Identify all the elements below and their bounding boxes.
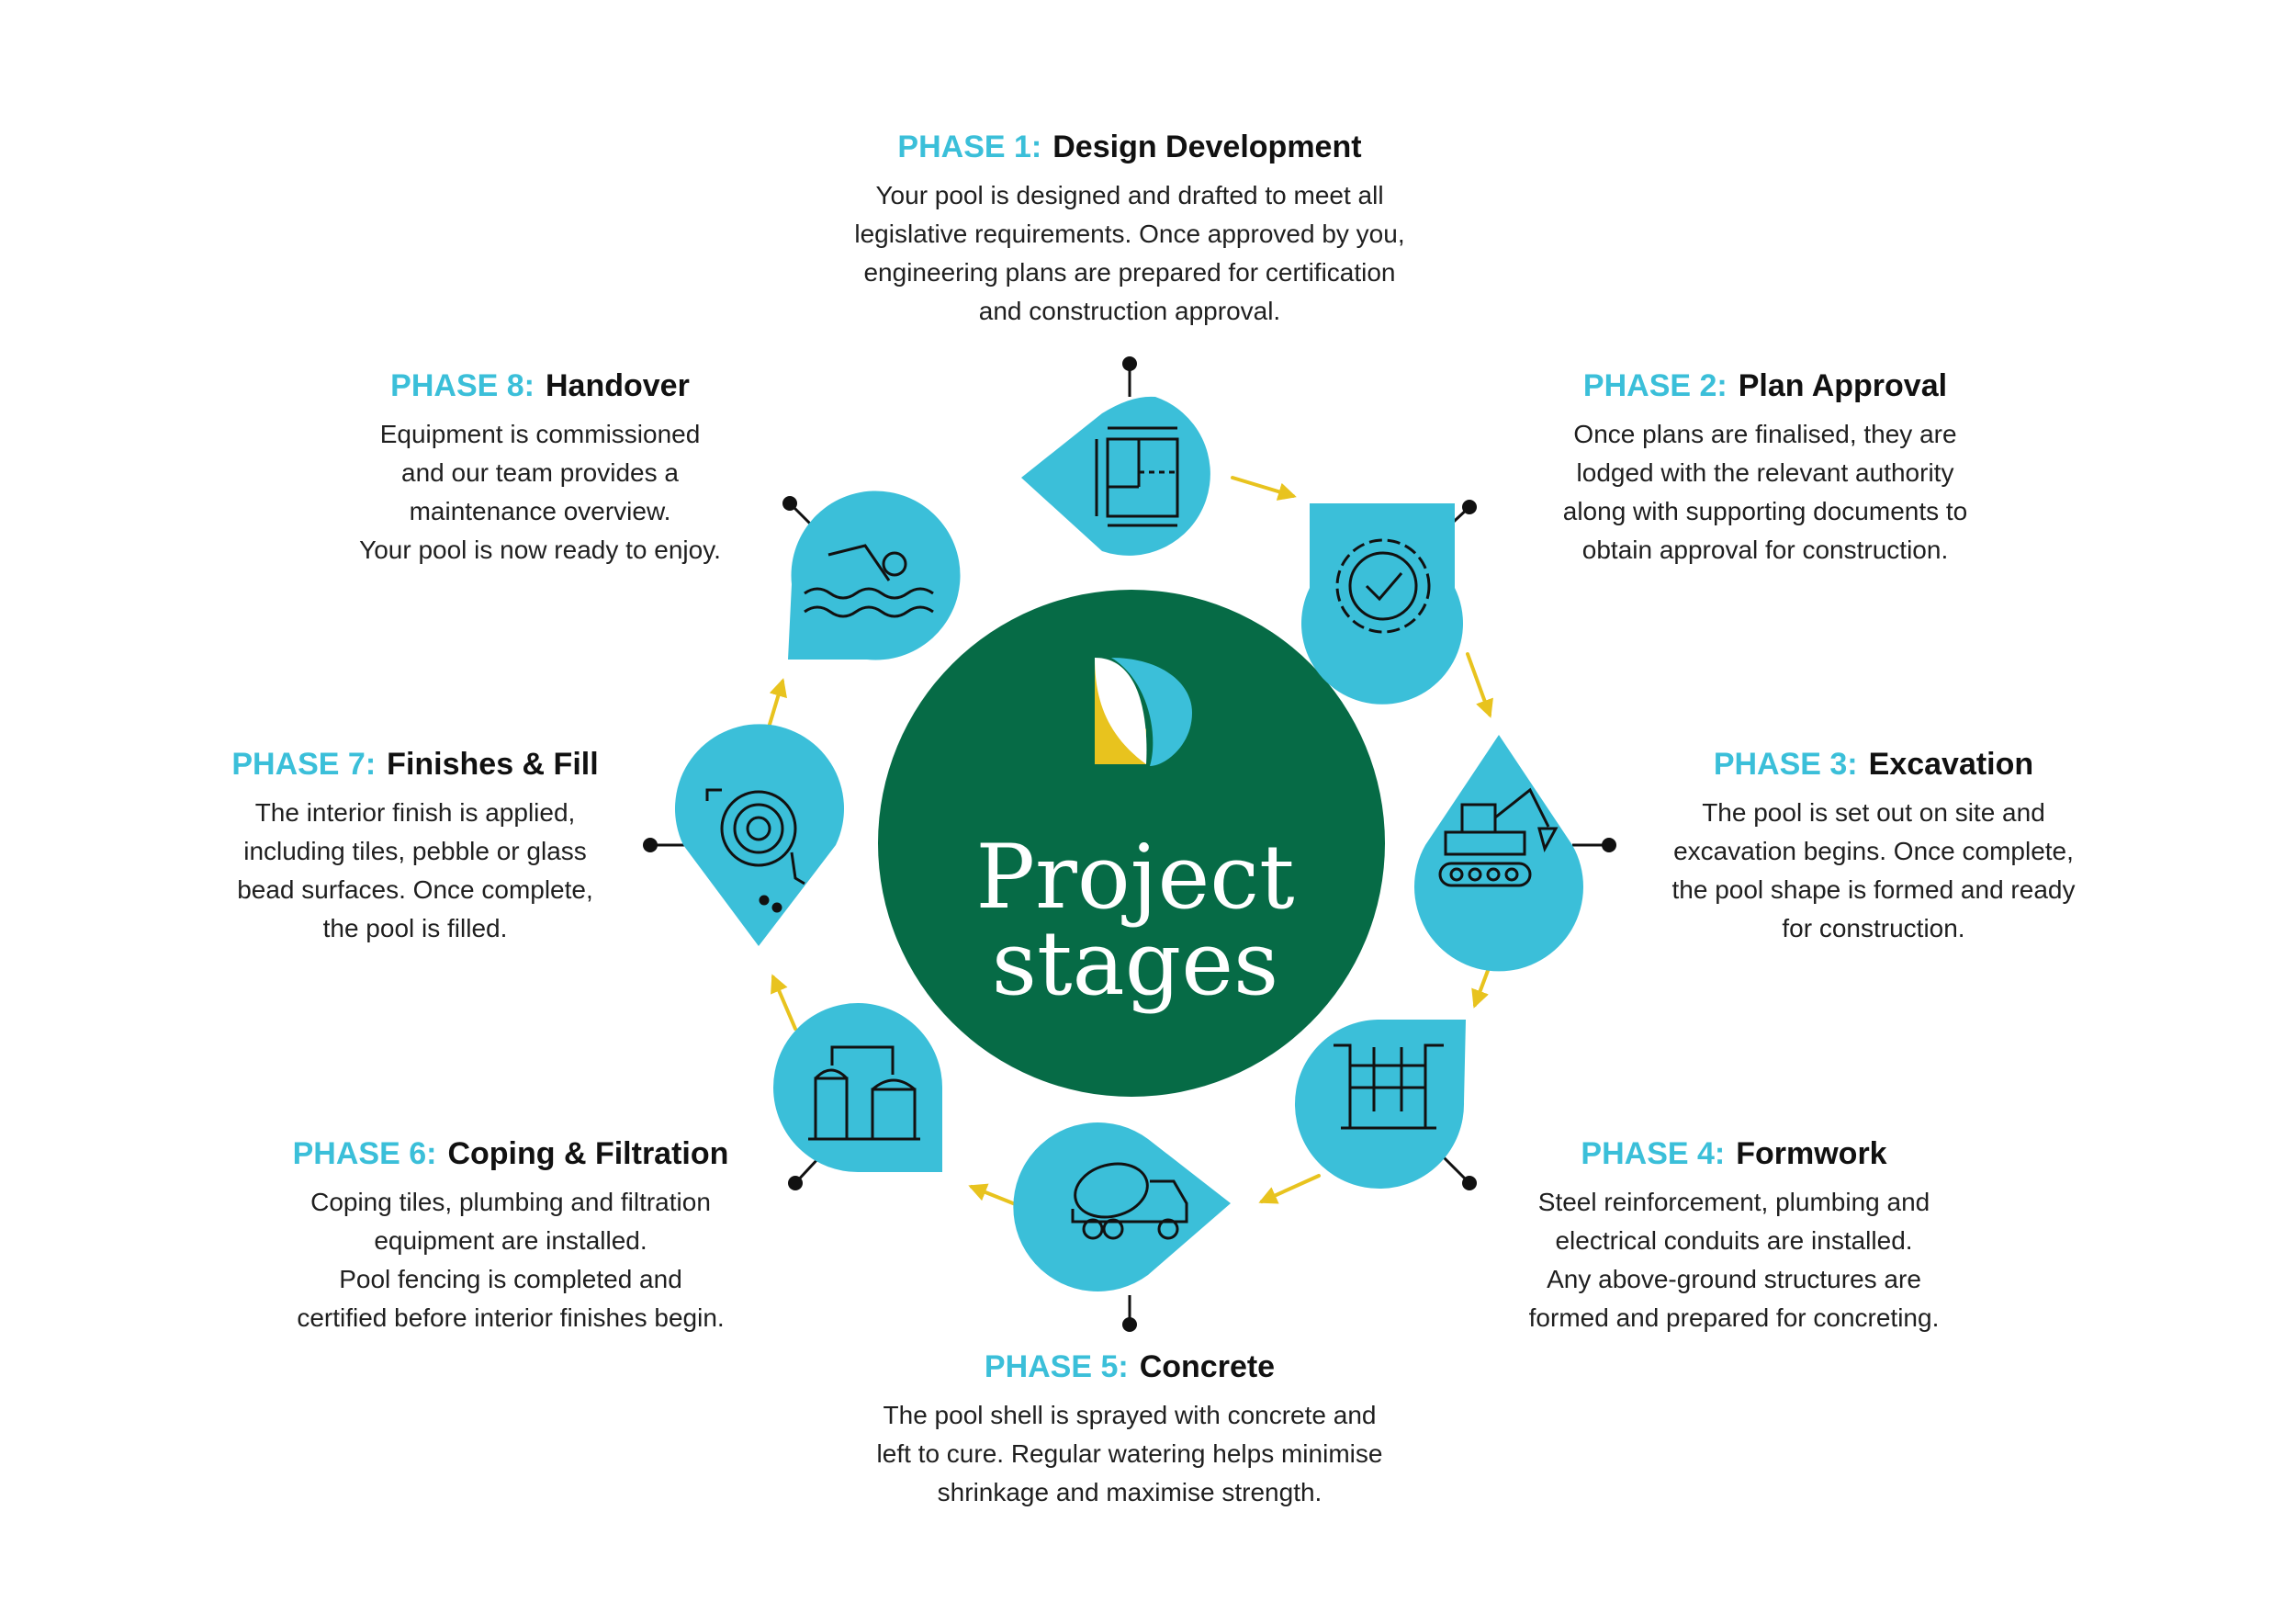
phase-4-heading: PHASE 4: Formwork [1440, 1133, 2028, 1174]
center-circle [878, 590, 1385, 1097]
connector-phase-4 [1442, 1156, 1477, 1190]
phase-1-name: Design Development [1052, 130, 1362, 164]
arrow-4-to-5 [1258, 1174, 1321, 1204]
phase-8-heading: PHASE 8: Handover [246, 366, 834, 406]
phase-6-drop [773, 1003, 943, 1173]
phase-6-heading: PHASE 6: Coping & Filtration [217, 1133, 805, 1174]
arrow-2-to-3 [1466, 652, 1493, 718]
phase-8-label: PHASE 8: [390, 368, 535, 403]
brand-p-logo [1095, 658, 1192, 766]
phase-4-drop [1294, 1020, 1466, 1190]
phase-7-drop [675, 724, 845, 946]
center-title-line1: Project [975, 826, 1294, 929]
arrow-1-to-2 [1231, 476, 1297, 501]
phase-1-drop [1021, 396, 1210, 556]
phase-3-drop [1414, 735, 1583, 972]
phase-3-block: PHASE 3: Excavation The pool is set out o… [1580, 744, 2167, 948]
center-title-line2: stages [992, 912, 1279, 1015]
connector-phase-3 [1572, 838, 1616, 852]
phase-8-drop [788, 491, 961, 660]
phase-7-name: Finishes & Fill [387, 747, 599, 782]
floor-plan-icon [1095, 426, 1179, 527]
filtration-plant-icon [808, 1045, 920, 1141]
phase-5-drop [1013, 1122, 1231, 1291]
center-badge: Project stages [878, 590, 1385, 1097]
phase-8-name: Handover [546, 368, 690, 403]
phase-1-label: PHASE 1: [897, 130, 1042, 164]
phase-5-label: PHASE 5: [984, 1349, 1129, 1384]
phase-7-block: PHASE 7: Finishes & Fill The interior fin… [121, 744, 709, 948]
phase-6-block: PHASE 6: Coping & Filtration Coping tiles… [217, 1133, 805, 1337]
phase-2-heading: PHASE 2: Plan Approval [1471, 366, 2059, 406]
phase-5-block: PHASE 5: Concrete The pool shell is spray… [836, 1347, 1424, 1512]
phase-1-desc: Your pool is designed and drafted to mee… [854, 181, 1405, 325]
phase-2-block: PHASE 2: Plan Approval Once plans are fin… [1471, 366, 2059, 570]
arrow-6-to-7 [771, 974, 797, 1031]
phase-7-label: PHASE 7: [231, 747, 377, 782]
phase-1-heading: PHASE 1: Design Development [836, 127, 1424, 167]
phase-3-name: Excavation [1868, 747, 2034, 782]
phase-3-heading: PHASE 3: Excavation [1580, 744, 2167, 784]
hose-icon [705, 788, 805, 913]
concrete-mixer-truck-icon [1071, 1162, 1188, 1240]
connector-phase-6 [788, 1156, 821, 1190]
phase-7-desc: The interior finish is applied,including… [237, 798, 593, 942]
phase-2-drop [1300, 503, 1463, 705]
phase-6-name: Coping & Filtration [447, 1136, 729, 1171]
phase-4-block: PHASE 4: Formwork Steel reinforcement, pl… [1440, 1133, 2028, 1337]
phase-7-heading: PHASE 7: Finishes & Fill [121, 744, 709, 784]
connector-phase-5 [1122, 1295, 1137, 1332]
phase-3-label: PHASE 3: [1713, 747, 1858, 782]
excavator-icon [1438, 787, 1559, 887]
connector-phase-1 [1122, 356, 1137, 397]
phase-5-heading: PHASE 5: Concrete [836, 1347, 1424, 1387]
phase-1-block: PHASE 1: Design Development Your pool is … [836, 127, 1424, 331]
approval-badge-icon [1335, 538, 1431, 634]
phase-2-name: Plan Approval [1738, 368, 1948, 403]
phase-5-desc: The pool shell is sprayed with concrete … [876, 1401, 1383, 1506]
phase-8-block: PHASE 8: Handover Equipment is commission… [246, 366, 834, 570]
formwork-icon [1334, 1043, 1444, 1130]
phase-5-name: Concrete [1139, 1349, 1276, 1384]
phase-4-name: Formwork [1736, 1136, 1887, 1171]
phase-4-label: PHASE 4: [1581, 1136, 1726, 1171]
swimmer-icon [804, 544, 934, 618]
phase-2-label: PHASE 2: [1582, 368, 1728, 403]
connector-phase-7 [643, 838, 687, 852]
phase-6-label: PHASE 6: [292, 1136, 437, 1171]
